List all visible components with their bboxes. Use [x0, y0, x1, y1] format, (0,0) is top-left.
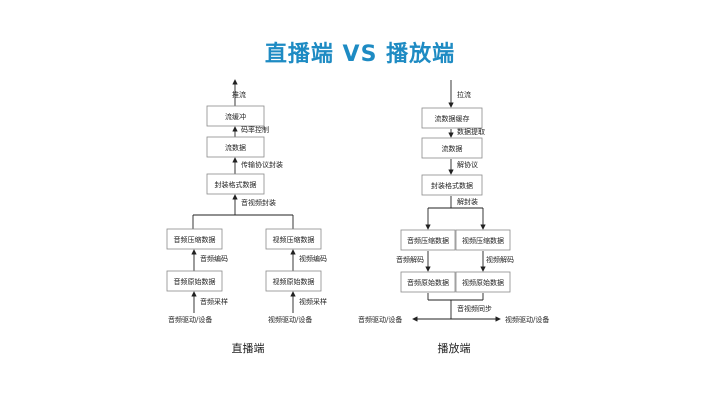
- page-title: 直播端 VS 播放端: [264, 42, 456, 67]
- caption-live: 直播端: [232, 341, 265, 355]
- label-deprotocol: 解协议: [457, 160, 478, 169]
- label-av-sync: 音视频同步: [457, 304, 492, 313]
- label-av-mux: 音视频封装: [241, 198, 276, 207]
- label-protocol-encap: 传输协议封装: [241, 160, 283, 169]
- label-audio-encode: 音频编码: [200, 254, 228, 263]
- label-pull-stream: 拉流: [457, 90, 471, 99]
- label-push-stream: 推流: [232, 90, 246, 99]
- box-stream-buffer: [206, 105, 265, 127]
- label-rate-control: 码率控制: [241, 125, 269, 134]
- label-video-encode: 视频编码: [299, 254, 327, 263]
- box-audio-compressed-right: [400, 229, 456, 251]
- box-video-compressed-label: 视频压缩数据: [273, 235, 315, 244]
- live-side-diagram: 推流 流缓冲 码率控制 流数据 传输协议封装 封装格式数据 音视频封装 音频压缩…: [166, 79, 327, 355]
- box-audio-raw-right-label: 音频原始数据: [407, 278, 449, 287]
- label-video-decode: 视频解码: [486, 255, 514, 264]
- box-container-data-label: 封装格式数据: [215, 180, 257, 189]
- label-data-fetch: 数据提取: [457, 127, 485, 136]
- output-video-device: 视频驱动/设备: [505, 315, 549, 324]
- box-video-raw-label: 视频原始数据: [273, 277, 315, 286]
- label-audio-decode: 音频解码: [396, 255, 424, 264]
- box-container-data-right: [421, 174, 483, 196]
- box-stream-data-label: 流数据: [225, 143, 246, 152]
- box-video-compressed-right: [455, 229, 511, 251]
- box-audio-compressed-label: 音频压缩数据: [174, 235, 216, 244]
- player-side-diagram: 拉流 流数据缓存 数据提取 流数据 解协议 封装格式数据 解封装 音频压缩数据 …: [358, 80, 549, 355]
- box-audio-raw: [166, 270, 223, 292]
- box-audio-raw-right: [400, 271, 456, 293]
- label-video-sample: 视频采样: [299, 297, 327, 306]
- box-stream-buffer-label: 流缓冲: [225, 112, 246, 121]
- box-audio-compressed: [166, 228, 223, 250]
- box-stream-cache-label: 流数据缓存: [435, 114, 470, 123]
- box-container-data: [206, 173, 265, 195]
- box-stream-data-right-label: 流数据: [442, 144, 463, 153]
- label-demux: 解封装: [457, 197, 478, 206]
- box-audio-compressed-right-label: 音频压缩数据: [407, 236, 449, 245]
- caption-player: 播放端: [438, 341, 471, 355]
- source-audio-device: 音频驱动/设备: [168, 315, 212, 324]
- box-video-raw-right: [455, 271, 511, 293]
- box-container-data-right-label: 封装格式数据: [431, 181, 473, 190]
- output-audio-device: 音频驱动/设备: [358, 315, 402, 324]
- box-stream-data: [206, 136, 265, 158]
- box-audio-raw-label: 音频原始数据: [174, 277, 216, 286]
- box-stream-data-right: [421, 137, 483, 159]
- box-stream-cache: [421, 107, 483, 129]
- box-video-raw: [265, 270, 322, 292]
- box-video-compressed: [265, 228, 322, 250]
- source-video-device: 视频驱动/设备: [268, 315, 312, 324]
- box-video-raw-right-label: 视频原始数据: [462, 278, 504, 287]
- label-audio-sample: 音频采样: [200, 297, 228, 306]
- box-video-compressed-right-label: 视频压缩数据: [462, 236, 504, 245]
